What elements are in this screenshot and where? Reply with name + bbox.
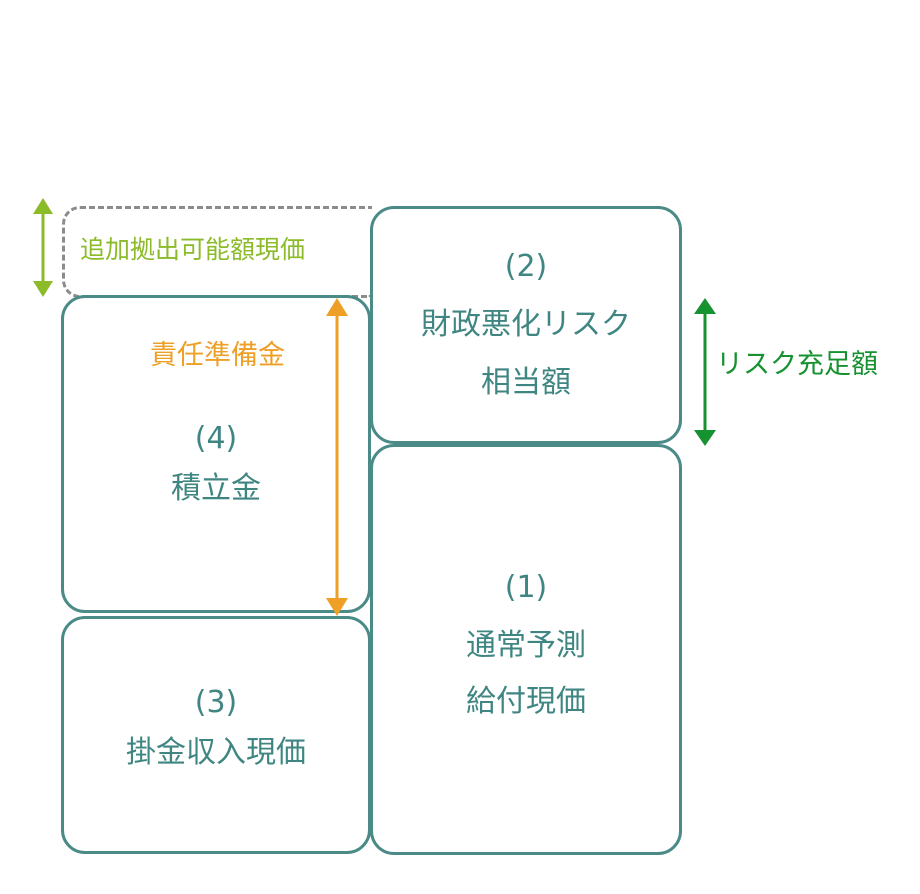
liability-reserve-arrow [326, 298, 348, 616]
additional-contribution-label: 追加拠出可能額現価 [80, 235, 306, 264]
reserve-fund-box [61, 295, 371, 613]
financial-risk-number: (2) [504, 249, 548, 284]
contribution-income-label: (3) 掛金収入現価 [61, 678, 371, 778]
liability-reserve-label: 責任準備金 [150, 340, 285, 371]
contribution-income-text: 掛金収入現価 [126, 735, 306, 770]
contribution-income-number: (3) [194, 685, 238, 720]
additional-contribution-arrow [33, 198, 53, 297]
normal-benefits-box [370, 444, 682, 855]
normal-benefits-text-2: 給付現価 [466, 684, 586, 719]
risk-adequacy-label: リスク充足額 [716, 349, 878, 380]
normal-benefits-text-1: 通常予測 [466, 628, 586, 663]
normal-benefits-number: (1) [504, 570, 548, 605]
normal-benefits-label: (1) 通常予測 給付現価 [370, 563, 682, 727]
financial-risk-text-2: 相当額 [481, 365, 571, 400]
reserve-fund-text: 積立金 [171, 471, 261, 506]
financial-risk-box [370, 206, 682, 444]
risk-adequacy-arrow [694, 298, 716, 446]
financial-risk-text-1: 財政悪化リスク [421, 307, 631, 342]
reserve-fund-number: (4) [194, 421, 238, 456]
reserve-fund-label: (4) 積立金 [61, 414, 371, 514]
financial-risk-label: (2) 財政悪化リスク 相当額 [370, 242, 682, 408]
contribution-income-box [61, 616, 371, 854]
